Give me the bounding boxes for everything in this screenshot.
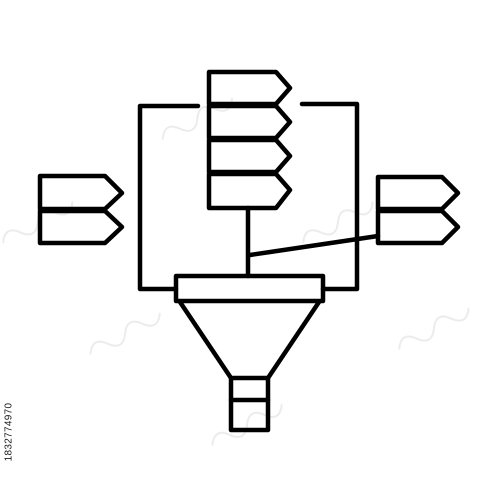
funnel <box>173 273 326 433</box>
left-tag-2 <box>37 208 125 246</box>
left-tag-stack <box>37 173 125 246</box>
connector-lines <box>137 101 381 292</box>
center-tag-3 <box>206 137 293 175</box>
right-tag-2 <box>375 208 461 246</box>
right-bracket-line <box>299 101 360 292</box>
center-tag-4 <box>206 171 293 211</box>
right-tag-stack <box>375 174 461 246</box>
stock-id-label: 1832774970 <box>2 382 16 482</box>
funnel-rim <box>173 273 326 304</box>
funnel-body <box>177 299 322 381</box>
stock-id-text: 1832774970 <box>3 402 15 462</box>
right-link-line <box>247 233 381 258</box>
right-tag-1 <box>375 174 461 212</box>
center-tag-1 <box>206 69 293 107</box>
center-tag-2 <box>206 103 293 141</box>
funnel-spout <box>228 375 271 403</box>
center-tag-stack <box>206 69 293 211</box>
left-bracket-line <box>137 103 201 292</box>
left-tag-1 <box>37 173 125 212</box>
funnel-outlet <box>228 397 271 433</box>
